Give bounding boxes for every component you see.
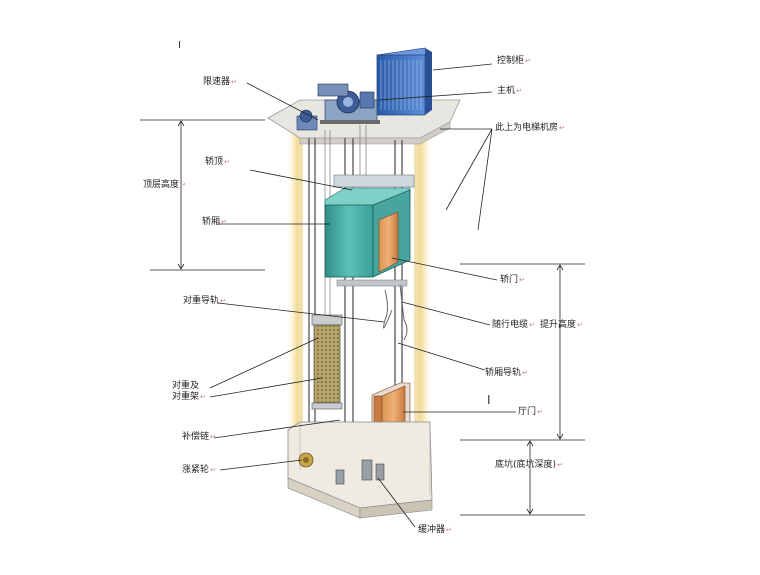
- label-top-height: 顶层高度↵: [143, 180, 186, 190]
- label-counterweight-rail: 对重导轨↵: [183, 296, 226, 306]
- label-buffer: 缓冲器↵: [418, 525, 452, 535]
- leader-lines: [209, 63, 516, 528]
- travel-cable: [383, 284, 408, 341]
- label-tension-wheel: 涨紧轮↵: [182, 465, 216, 475]
- label-car-rail: 轿厢导轨↵: [485, 368, 528, 378]
- label-machine-room: 此上为电梯机房↵: [495, 123, 565, 133]
- control-cabinet: [376, 47, 432, 116]
- buffer: [335, 459, 385, 485]
- counterweight: [311, 314, 343, 410]
- label-main-machine: 主机↵: [497, 86, 522, 96]
- label-counterweight-1: 对重及: [172, 381, 200, 391]
- label-lift-height: 提升高度↵: [540, 320, 583, 330]
- pit: [287, 421, 433, 519]
- label-travel-cable: 随行电缆↵: [492, 320, 535, 330]
- label-landing-door: 厅门↵: [518, 407, 543, 417]
- label-comp-chain: 补偿链↵: [182, 432, 216, 442]
- dimension-lines: [140, 119, 585, 516]
- text-cursor-icon: I: [487, 393, 491, 407]
- label-counterweight-2: 对重架↵: [172, 392, 206, 402]
- label-control-cabinet: 控制柜↵: [497, 56, 531, 66]
- speed-governor: [296, 109, 318, 131]
- label-car: 轿厢↵: [202, 217, 227, 227]
- insertion-mark-icon: I: [178, 40, 181, 51]
- label-car-door: 轿门↵: [500, 275, 525, 285]
- label-car-top: 轿顶↵: [205, 157, 230, 167]
- traction-machine: [317, 83, 380, 124]
- label-pit: 底坑(底坑深度)↵: [495, 460, 563, 470]
- label-speed-governor: 限速器↵: [203, 77, 237, 87]
- elevator-car: [324, 174, 415, 287]
